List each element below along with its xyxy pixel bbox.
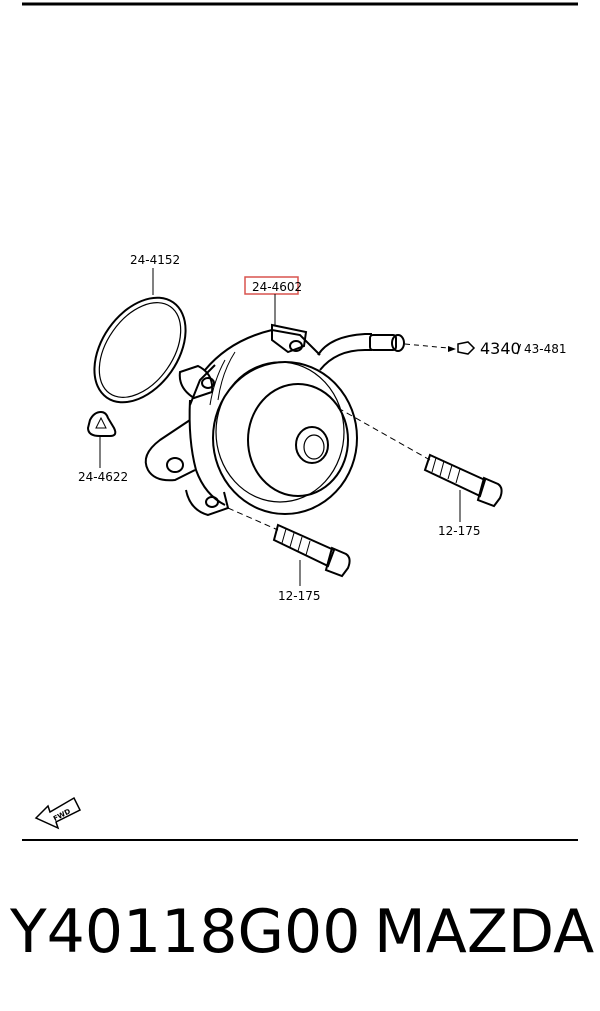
hose-arrow-icon [448,346,456,352]
fwd-arrow-icon: FWD [34,796,82,830]
label-vacuum-pump[interactable]: 24-4602 [252,280,302,294]
hose-clip-icon [457,341,476,355]
label-bolt-upper: 12-175 [438,524,481,538]
dashed-hose-line [404,343,449,349]
label-small-o-ring: 24-4622 [78,470,128,484]
label-hose-ref-sep: / [517,342,522,356]
dashed-bolt-lower-line [227,507,279,531]
label-bolt-lower: 12-175 [278,589,321,603]
label-hose-ref-main: 4340 [480,339,521,358]
brand-name: MAZDA [374,897,595,967]
footer: Y40118G00 MAZDA [0,890,600,980]
bolt-upper[interactable] [423,453,503,508]
label-gasket-ring: 24-4152 [130,253,180,267]
gasket-ring[interactable] [76,281,205,420]
part-number: Y40118G00 [10,897,361,967]
dashed-bolt-upper-line [337,407,431,461]
outlet-pipe[interactable] [317,333,405,371]
bolt-lower[interactable] [272,523,351,578]
small-o-ring[interactable] [86,410,117,437]
vacuum-pump[interactable] [144,323,358,517]
highlight-box [244,276,299,295]
label-hose-ref-sub: 43-481 [524,342,567,356]
